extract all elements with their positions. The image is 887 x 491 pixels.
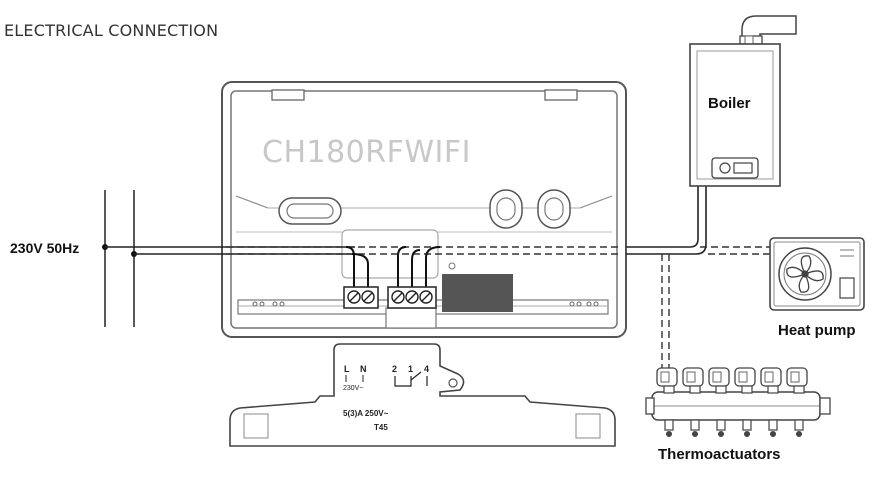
terminal-wires (345, 246, 441, 290)
supply-voltage-label: 230V~ (343, 385, 363, 392)
thermoactuator-icon (786, 367, 808, 437)
manifold (645, 391, 831, 421)
boiler: Boiler (689, 15, 797, 187)
thermoactuator-icon (656, 367, 678, 437)
mains-label: 230V 50Hz (10, 240, 79, 256)
mounting-slot (278, 197, 342, 225)
terminal-l-n (343, 286, 379, 309)
mounting-hole-left (489, 189, 523, 229)
terminal-cover: L N 230V~ 2 1 4 5(3)A 250V~ T45 (229, 343, 616, 447)
terminal-relay (387, 286, 437, 309)
terminal-n-label: N (360, 364, 367, 374)
terminal-4-label: 4 (424, 364, 429, 374)
thermoactuator-icon (760, 367, 782, 437)
fan-icon (786, 255, 824, 293)
boiler-label: Boiler (708, 95, 751, 112)
model-name: CH180RFWIFI (262, 135, 471, 170)
heat-pump-label: Heat pump (778, 322, 856, 339)
thermoactuator-icon (734, 367, 756, 437)
heat-pump: Heat pump (769, 237, 865, 339)
terminal-1-label: 1 (408, 364, 413, 374)
terminal-2-label: 2 (392, 364, 397, 374)
thermoactuator-icon (708, 367, 730, 437)
mounting-hole-right (537, 189, 571, 229)
thermoactuators-label: Thermoactuators (658, 446, 781, 463)
heading: ELECTRICAL CONNECTION (4, 21, 218, 40)
relay-block (442, 274, 513, 312)
cable-channel (226, 246, 622, 255)
thermoactuator-row (656, 367, 808, 437)
rating-label: 5(3)A 250V~ (343, 409, 389, 418)
temperature-rating-label: T45 (374, 423, 388, 432)
terminal-l-label: L (344, 364, 350, 374)
thermoactuator-icon (682, 367, 704, 437)
output-cables (626, 186, 776, 372)
